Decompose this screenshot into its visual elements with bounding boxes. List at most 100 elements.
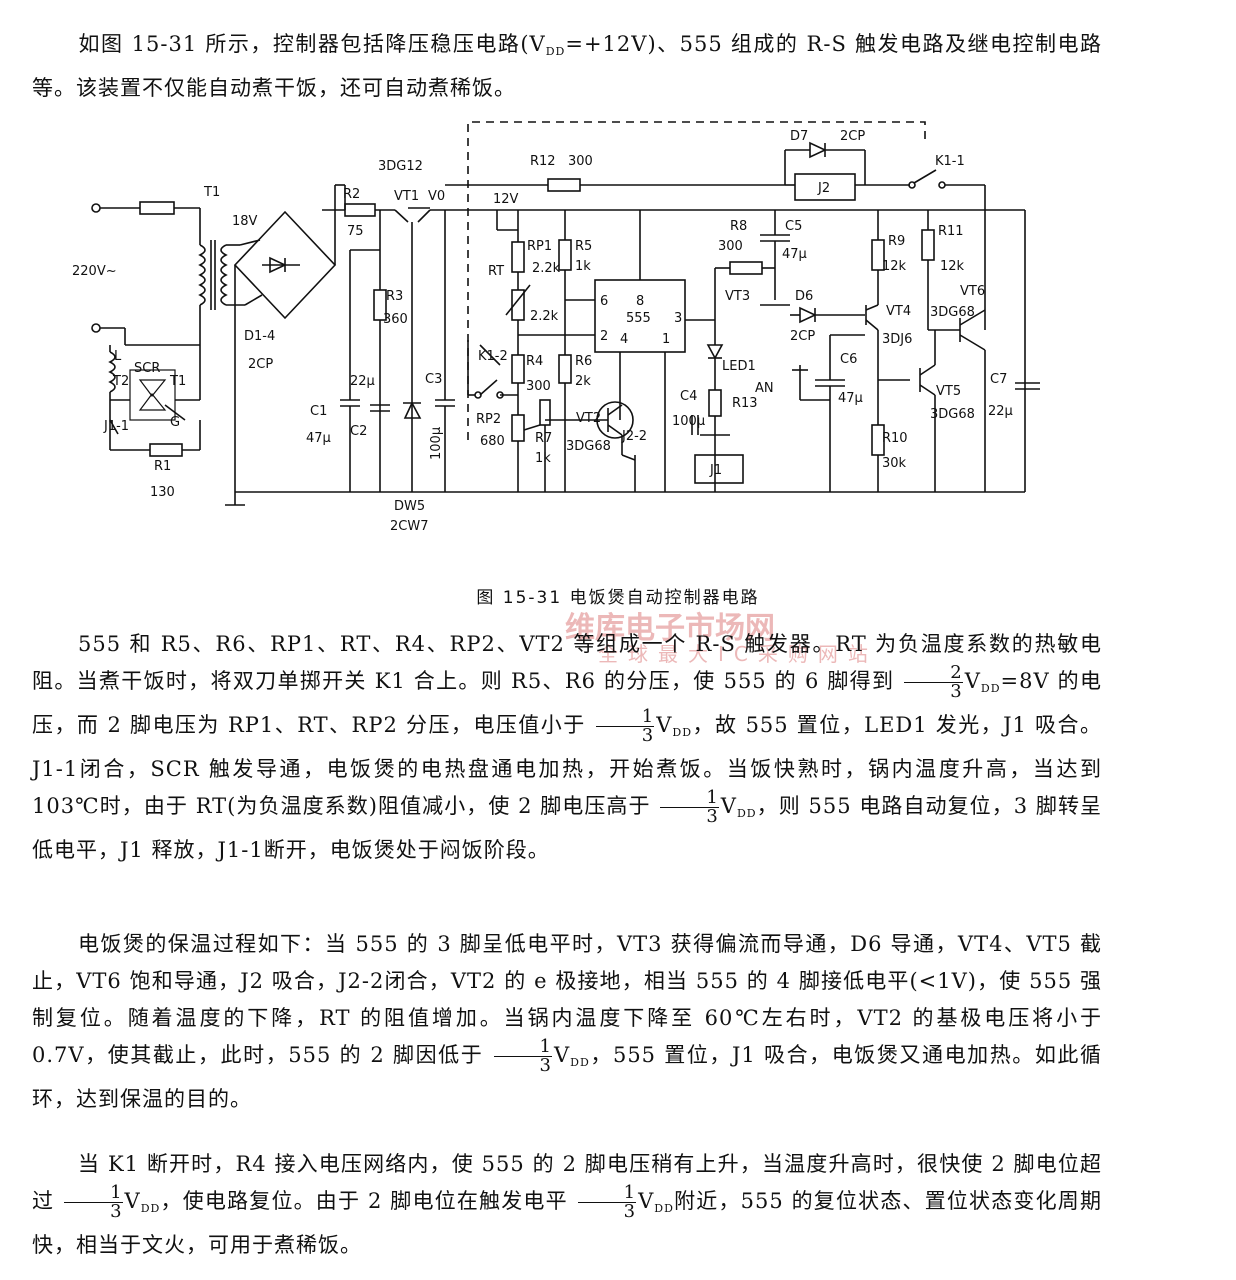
label-t1: T1 xyxy=(203,185,220,200)
label-r10-value: 30k xyxy=(882,456,907,471)
label-12v: 12V xyxy=(493,192,519,207)
label-r9-value: 12k xyxy=(882,259,907,274)
label-r3: R3 xyxy=(386,289,403,304)
label-led1: LED1 xyxy=(722,359,756,374)
label-r7: R7 xyxy=(535,431,552,446)
label-r2: R2 xyxy=(343,187,360,202)
label-pin2: 2 xyxy=(600,329,608,344)
label-j11: J1-1 xyxy=(103,419,129,434)
label-r12: R12 xyxy=(530,154,556,169)
label-r6-value: 2k xyxy=(575,374,591,389)
label-vt1-type: 3DG12 xyxy=(378,159,423,174)
label-r4-value: 300 xyxy=(526,379,551,394)
label-r3-value: 360 xyxy=(383,312,408,327)
label-220v: 220V~ xyxy=(72,264,117,279)
label-r4: R4 xyxy=(526,354,543,369)
label-t1-scr: T1 xyxy=(169,374,186,389)
label-r11: R11 xyxy=(938,224,964,239)
label-r1: R1 xyxy=(154,459,171,474)
circuit-diagram: 220V~ T1 18V D1-4 2CP R2 75 3DG12 VT1 V0… xyxy=(72,121,1040,534)
label-r12-value: 300 xyxy=(568,154,593,169)
label-c4-value: 100μ xyxy=(672,414,705,429)
label-r1-value: 130 xyxy=(150,485,175,500)
label-an: AN xyxy=(755,381,774,396)
label-k12: K1-2 xyxy=(478,349,508,364)
label-pin1: 1 xyxy=(662,332,670,347)
paragraph-porridge-mode: 当 K1 断开时，R4 接入电压网络内，使 555 的 2 脚电压稍有上升，当温… xyxy=(32,1152,1102,1257)
label-c6-value: 47μ xyxy=(838,391,863,406)
label-dw5: DW5 xyxy=(394,499,425,514)
label-t2: T2 xyxy=(112,374,129,389)
label-c1-value: 47μ xyxy=(306,431,331,446)
label-d14: D1-4 xyxy=(244,329,275,344)
label-rp2: RP2 xyxy=(476,412,501,427)
label-scr: SCR xyxy=(134,361,160,376)
label-pin8: 8 xyxy=(636,294,644,309)
label-c4: C4 xyxy=(680,389,697,404)
label-18v: 18V xyxy=(232,214,258,229)
label-dw5-type: 2CW7 xyxy=(390,519,428,534)
label-pin6: 6 xyxy=(600,294,608,309)
paragraph-rs-trigger: 555 和 R5、R6、RP1、RT、R4、RP2、VT2 等组成一个 R-S … xyxy=(32,632,1103,862)
label-c3: C3 xyxy=(425,372,442,387)
label-vt4-type: 3DJ6 xyxy=(882,332,912,347)
label-d6-type: 2CP xyxy=(790,329,815,344)
label-c2-value: 22μ xyxy=(350,374,375,389)
label-j22: J2-2 xyxy=(621,429,647,444)
label-r6: R6 xyxy=(575,354,592,369)
label-c2: C2 xyxy=(350,424,367,439)
label-rt-value: 2.2k xyxy=(530,309,559,324)
label-rp2-value: 680 xyxy=(480,434,505,449)
label-r7-value: 1k xyxy=(535,451,551,466)
label-c3-value: 100μ xyxy=(429,427,444,460)
label-rp1-value: 2.2k xyxy=(532,261,561,276)
label-r5-value: 1k xyxy=(575,259,591,274)
watermark-subtitle: 全球最大IC采购网站 xyxy=(598,642,878,666)
intro-paragraph: 如图 15-31 所示，控制器包括降压稳压电路(VDD=+12V)、555 组成… xyxy=(32,32,1102,100)
label-vt6: VT6 xyxy=(960,284,985,299)
label-vt3: VT3 xyxy=(725,289,750,304)
label-vt6-type: 3DG68 xyxy=(930,305,975,320)
figure-caption: 图 15-31 电饭煲自动控制器电路 xyxy=(476,588,760,608)
label-c7: C7 xyxy=(990,372,1007,387)
label-c5-value: 47μ xyxy=(782,247,807,262)
label-pin4: 4 xyxy=(620,332,628,347)
label-2cp-bridge: 2CP xyxy=(248,357,273,372)
label-k11: K1-1 xyxy=(935,154,965,169)
label-r10: R10 xyxy=(882,431,908,446)
label-vt2: VT2 xyxy=(576,411,601,426)
label-vt5: VT5 xyxy=(936,384,961,399)
label-rt: RT xyxy=(488,264,504,279)
label-r8: R8 xyxy=(730,219,747,234)
label-c7-value: 22μ xyxy=(988,404,1013,419)
label-r8-value: 300 xyxy=(718,239,743,254)
label-vt1: VT1 xyxy=(394,189,419,204)
label-pin3: 3 xyxy=(674,311,682,326)
label-r2-value: 75 xyxy=(347,224,364,239)
label-vt2-type: 3DG68 xyxy=(566,439,611,454)
watermark-title: 维库电子市场网 xyxy=(565,611,775,646)
label-j1: J1 xyxy=(709,463,722,478)
label-c5: C5 xyxy=(785,219,802,234)
label-vt4: VT4 xyxy=(886,304,911,319)
label-r11-value: 12k xyxy=(940,259,965,274)
label-rp1: RP1 xyxy=(527,239,552,254)
label-c1: C1 xyxy=(310,404,327,419)
label-g: G xyxy=(170,415,180,430)
label-d7-type: 2CP xyxy=(840,129,865,144)
label-555: 555 xyxy=(626,311,651,326)
label-d7: D7 xyxy=(790,129,808,144)
label-r5: R5 xyxy=(575,239,592,254)
paragraph-keep-warm: 电饭煲的保温过程如下：当 555 的 3 脚呈低电平时，VT3 获得偏流而导通，… xyxy=(32,932,1102,1111)
label-j2: J2 xyxy=(817,181,830,196)
label-c6: C6 xyxy=(840,352,857,367)
label-r9: R9 xyxy=(888,234,905,249)
label-v0: V0 xyxy=(428,189,445,204)
label-r13: R13 xyxy=(732,396,758,411)
